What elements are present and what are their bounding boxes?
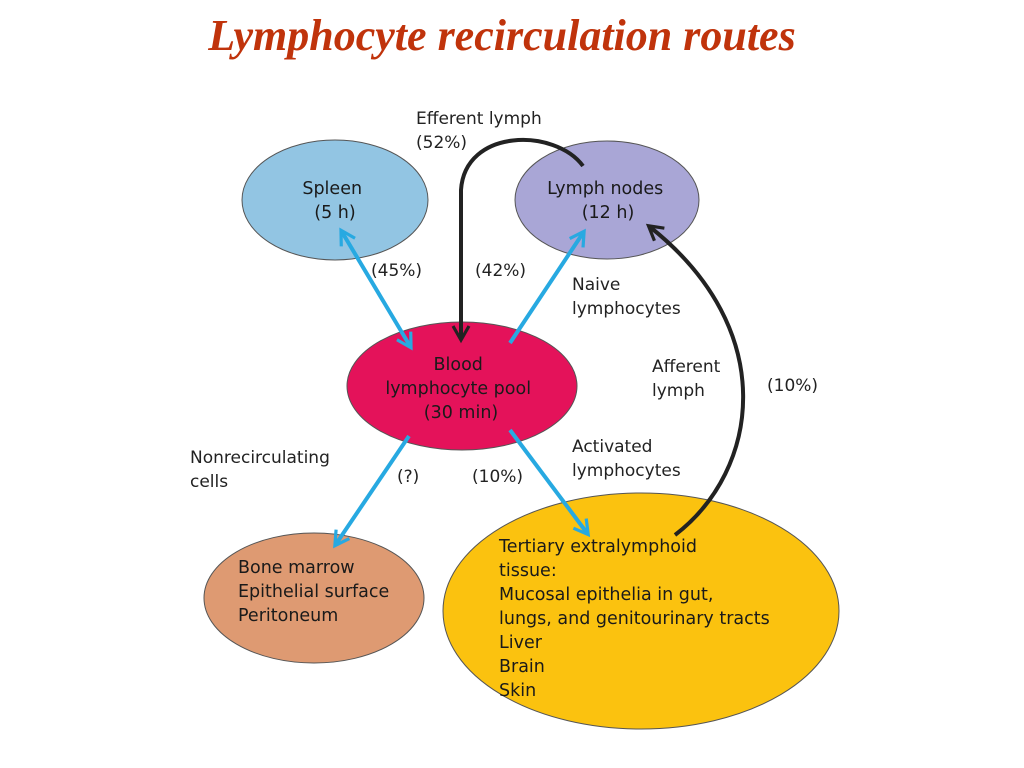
activated-percent-label: (10%) bbox=[472, 467, 523, 487]
unknown-percent-label: (?) bbox=[397, 467, 419, 487]
blood-nonrecirculating-arrow bbox=[333, 434, 411, 549]
lymph-nodes-node bbox=[514, 140, 700, 260]
efferent-lymph-arrow bbox=[451, 138, 585, 344]
afferent-lymph-label: Afferent lymph bbox=[652, 357, 726, 401]
bone-marrow-node bbox=[203, 532, 425, 664]
tertiary-tissue-label: Tertiary extralymphoid tissue: Mucosal e… bbox=[498, 537, 775, 701]
activated-lymphocytes-label: Activated lymphocytes bbox=[572, 437, 681, 481]
lymph-nodes-label: Lymph nodes (12 h) bbox=[547, 179, 669, 223]
page-title: Lymphocyte recirculation routes bbox=[208, 11, 796, 60]
tertiary-tissue-node bbox=[442, 492, 840, 730]
spleen-label: Spleen (5 h) bbox=[302, 179, 367, 223]
blood-pool-label: Blood lymphocyte pool (30 min) bbox=[385, 355, 536, 423]
spleen-blood-arrow bbox=[339, 227, 413, 351]
naive-lymphocytes-label: Naive lymphocytes bbox=[572, 275, 681, 319]
bone-marrow-label: Bone marrow Epithelial surface Peritoneu… bbox=[238, 558, 395, 626]
efferent-lymph-label: Efferent lymph (52%) bbox=[416, 109, 547, 153]
blood-tertiary-arrow bbox=[508, 428, 591, 538]
afferent-percent-label: (10%) bbox=[767, 376, 818, 396]
blood-lymph-nodes-arrow bbox=[508, 228, 586, 345]
spleen-node bbox=[241, 139, 429, 261]
lymph-nodes-percent-label: (42%) bbox=[475, 261, 526, 281]
afferent-lymph-arrow bbox=[645, 223, 746, 537]
nonrecirculating-cells-label: Nonrecirculating cells bbox=[190, 448, 335, 492]
spleen-percent-label: (45%) bbox=[371, 261, 422, 281]
